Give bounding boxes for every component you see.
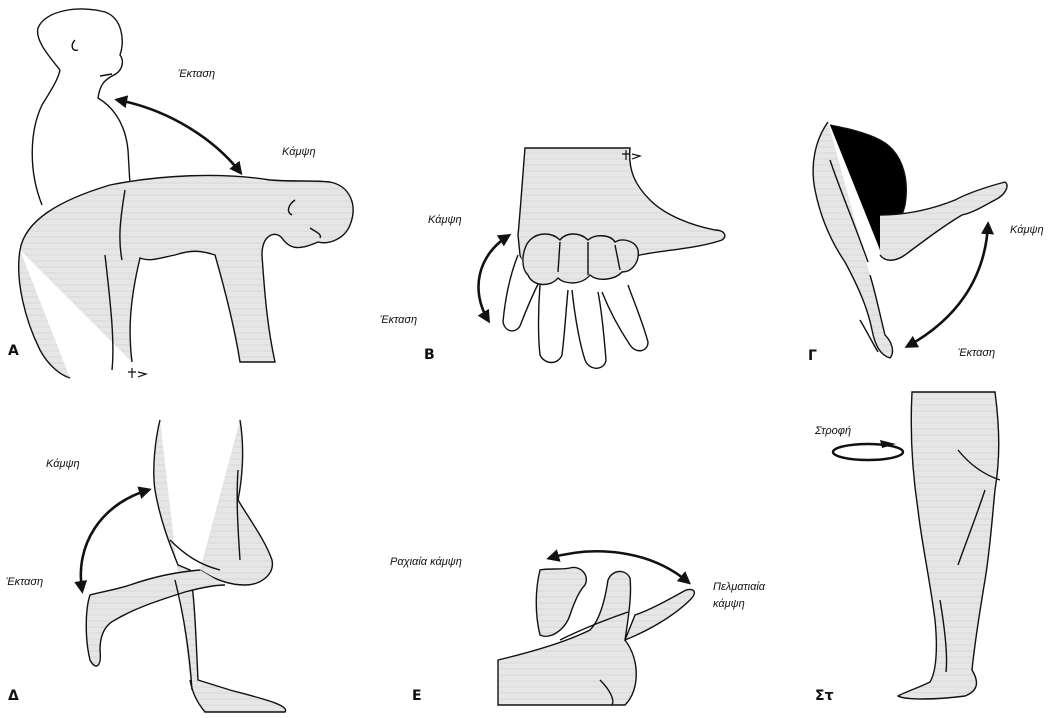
panel-d-figure [86, 420, 285, 712]
panel-d-flexion-label: Κάμψη [46, 458, 80, 470]
panel-f-figure [898, 392, 1000, 699]
panel-a-extension-label: Έκταση [178, 68, 215, 80]
panel-b-letter: Β [424, 347, 435, 363]
panel-f-rotation-arrow [833, 440, 903, 460]
panel-b-flexion-label: Κάμψη [428, 214, 462, 226]
panel-c-extension-label: Έκταση [958, 347, 995, 359]
panel-e-figure [498, 567, 694, 705]
panel-d-extension-label: Έκταση [6, 576, 43, 588]
panel-a-flexion-label: Κάμψη [282, 146, 316, 158]
panel-e-plantarflexion-label-line2: κάμψη [713, 598, 745, 610]
panel-a-figure [19, 9, 353, 378]
panel-b-arrow [478, 236, 508, 320]
panel-a-letter: Α [8, 343, 19, 359]
panel-e-dorsiflexion-label: Ραχιαία κάμψη [390, 556, 462, 568]
panel-f-rotation-label: Στροφή [815, 425, 851, 437]
panel-c-letter: Γ [808, 348, 817, 364]
panel-d-letter: Δ [8, 688, 19, 704]
panel-d-arrow [81, 490, 148, 590]
panel-c-flexion-label: Κάμψη [1010, 224, 1044, 236]
panel-e-letter: Ε [412, 688, 422, 704]
panel-e-plantarflexion-label-line1: Πελματιαία [713, 581, 765, 593]
panel-f-letter: Στ [815, 688, 834, 704]
panel-b-figure [503, 148, 725, 368]
panel-a-arrow [118, 100, 240, 172]
panel-b-extension-label: Έκταση [380, 314, 417, 326]
panel-a-stamp [128, 368, 146, 378]
panel-c-figure [813, 122, 1007, 358]
